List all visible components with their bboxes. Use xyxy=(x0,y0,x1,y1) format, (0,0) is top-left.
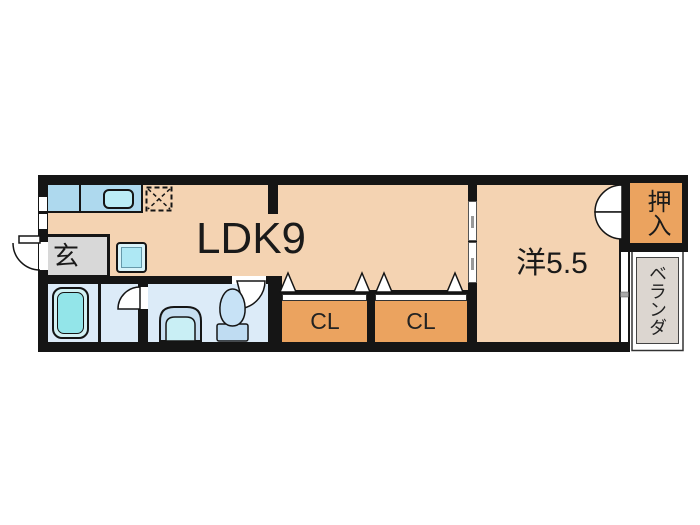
toilet-room-door-opening xyxy=(232,276,266,284)
oshiire-floor xyxy=(630,183,682,243)
counter-divider xyxy=(79,185,81,213)
western-room-label: 洋5.5 xyxy=(516,247,588,280)
closet-left-label: CL xyxy=(310,307,340,334)
kitchen-sink xyxy=(103,189,134,209)
washroom-door-opening xyxy=(138,287,148,309)
entrance-door-opening xyxy=(39,242,48,270)
closet-left-fill xyxy=(282,301,367,342)
entrance-label: 玄 xyxy=(52,241,79,271)
closet-right-fill xyxy=(375,301,467,342)
entrance-door-arc xyxy=(12,242,41,271)
entrance-floor xyxy=(48,237,107,275)
kitchen-window-upper xyxy=(38,196,48,212)
washing-machine-inner xyxy=(121,247,142,268)
oshiire-label: 押入 xyxy=(643,189,670,237)
toilet-room-floor xyxy=(148,284,268,342)
washroom-floor xyxy=(101,284,138,342)
kitchen-wall-stub xyxy=(268,183,278,214)
closet-left-door-track xyxy=(282,294,367,301)
entrance-door-leaf xyxy=(18,235,41,244)
closet-right-door-track xyxy=(375,294,467,301)
sliding-door-panel-top xyxy=(468,201,477,241)
bathtub-inner xyxy=(57,292,84,334)
closet-right-label: CL xyxy=(406,307,436,334)
ldk-label: LDK9 xyxy=(195,214,307,263)
kitchen-window-lower xyxy=(38,213,48,230)
veranda-label: ベランダ xyxy=(647,264,667,336)
